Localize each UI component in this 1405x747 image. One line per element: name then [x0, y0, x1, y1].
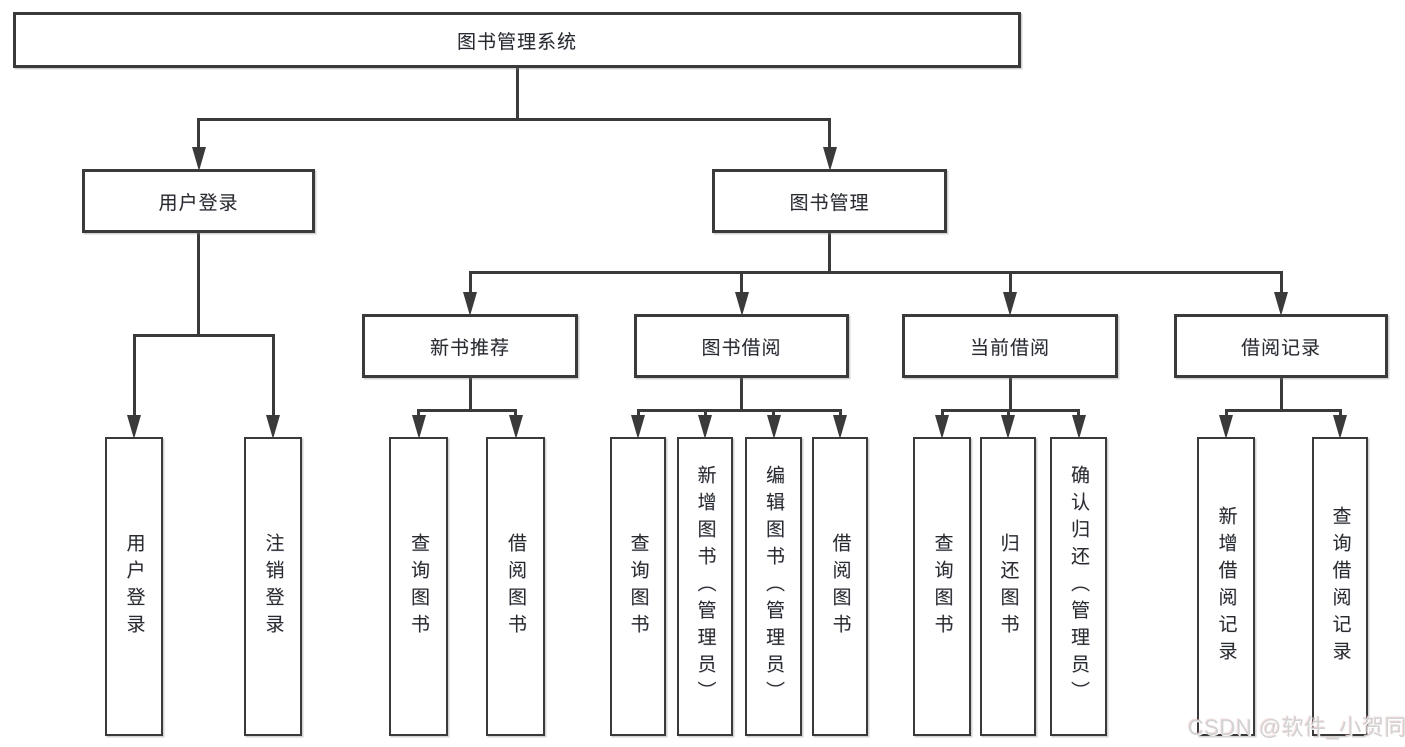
arrow-down-icon	[508, 415, 523, 439]
arrow-down-icon	[1333, 415, 1347, 439]
connector-line	[1279, 272, 1283, 296]
arrow-down-icon	[463, 292, 477, 316]
node-leaf-query-book-2: 查询图书	[610, 437, 666, 736]
node-label-leaf-return-book: 归还图书	[997, 532, 1019, 641]
connector-line	[132, 335, 136, 419]
connector-line	[197, 119, 200, 151]
connector-line	[271, 335, 275, 419]
arrow-down-icon	[1219, 415, 1233, 439]
node-label-leaf-logout: 注销登录	[262, 532, 284, 641]
node-label-user-login: 用户登录	[158, 192, 239, 214]
connector-line	[828, 231, 831, 272]
node-leaf-borrow-book-2: 借阅图书	[812, 437, 868, 736]
node-label-borrow-records: 借阅记录	[1240, 337, 1321, 359]
node-label-leaf-edit-book: 编辑图书（管理员）	[763, 465, 784, 708]
node-label-leaf-query-book-2: 查询图书	[627, 532, 649, 641]
connector-line	[740, 272, 743, 296]
node-label-leaf-add-book: 新增图书（管理员）	[694, 465, 716, 708]
connector-line	[1279, 376, 1283, 410]
connector-rail	[132, 333, 275, 337]
connector-line	[703, 410, 707, 419]
node-label-new-book-rec: 新书推荐	[429, 337, 510, 359]
connector-line	[772, 410, 775, 419]
connector-line	[514, 410, 517, 419]
csdn-watermark: CSDN @软件_小贺同学	[1188, 715, 1405, 740]
connector-line	[515, 66, 519, 119]
connector-rail	[1224, 408, 1342, 412]
node-label-book-borrow: 图书借阅	[701, 337, 782, 359]
connector-line	[468, 376, 472, 410]
node-label-leaf-borrow-book-2: 借阅图书	[829, 532, 851, 641]
arrow-down-icon	[1003, 292, 1017, 316]
connector-line	[940, 410, 944, 419]
node-leaf-query-book-3: 查询图书	[913, 437, 971, 736]
node-book-borrow: 图书借阅	[634, 314, 849, 378]
node-label-leaf-user-login: 用户登录	[123, 532, 145, 641]
node-leaf-query-book-1: 查询图书	[389, 437, 448, 736]
connector-rail	[636, 408, 842, 412]
arrow-down-icon	[935, 415, 949, 439]
connector-line	[636, 410, 640, 419]
arrow-down-icon	[411, 415, 426, 439]
connector-rail	[417, 408, 517, 412]
arrow-down-icon	[766, 415, 781, 439]
connector-line	[1006, 410, 1010, 419]
connector-line	[1008, 272, 1012, 296]
connector-line	[417, 410, 420, 419]
node-leaf-return-book: 归还图书	[980, 437, 1036, 736]
arrow-down-icon	[631, 415, 645, 439]
node-book-mgmt: 图书管理	[712, 169, 947, 233]
node-leaf-query-borrow-record: 查询借阅记录	[1312, 437, 1368, 736]
node-label-current-borrow: 当前借阅	[969, 337, 1050, 359]
connector-line	[468, 272, 472, 296]
node-leaf-add-book: 新增图书（管理员）	[677, 437, 733, 736]
arrow-down-icon	[1001, 415, 1015, 439]
node-label-leaf-query-borrow-record: 查询借阅记录	[1329, 505, 1351, 668]
node-leaf-logout: 注销登录	[244, 437, 302, 736]
node-current-borrow: 当前借阅	[902, 314, 1118, 378]
node-label-leaf-borrow-book-1: 借阅图书	[505, 532, 526, 641]
connector-line	[838, 410, 842, 419]
arrow-down-icon	[191, 147, 206, 171]
connector-rail	[197, 117, 831, 121]
node-leaf-add-borrow-record: 新增借阅记录	[1197, 437, 1255, 736]
arrow-down-icon	[734, 292, 749, 316]
arrow-down-icon	[1274, 292, 1288, 316]
node-label-leaf-confirm-return: 确认归还（管理员）	[1068, 465, 1089, 708]
connector-line	[1008, 376, 1012, 410]
node-label-root: 图书管理系统	[456, 31, 577, 53]
node-borrow-records: 借阅记录	[1174, 314, 1388, 378]
connector-rail	[468, 270, 1283, 274]
connector-line	[1338, 410, 1342, 419]
arrow-down-icon	[833, 415, 847, 439]
node-user-login: 用户登录	[82, 169, 315, 233]
node-leaf-edit-book: 编辑图书（管理员）	[745, 437, 802, 736]
connector-line	[1224, 410, 1228, 419]
arrow-down-icon	[698, 415, 712, 439]
connector-line	[1077, 410, 1080, 419]
node-label-book-mgmt: 图书管理	[789, 192, 870, 214]
connector-rail	[940, 408, 1080, 412]
arrow-down-icon	[822, 147, 837, 171]
arrow-down-icon	[1071, 415, 1086, 439]
arrow-down-icon	[266, 415, 280, 439]
node-leaf-user-login: 用户登录	[105, 437, 163, 736]
node-root: 图书管理系统	[13, 12, 1021, 68]
arrow-down-icon	[127, 415, 141, 439]
node-label-leaf-query-book-1: 查询图书	[408, 532, 429, 641]
node-leaf-borrow-book-1: 借阅图书	[486, 437, 545, 736]
connector-line	[740, 376, 743, 410]
node-new-book-rec: 新书推荐	[362, 314, 578, 378]
connector-line	[828, 119, 831, 151]
connector-line	[197, 231, 200, 335]
node-label-leaf-add-borrow-record: 新增借阅记录	[1215, 505, 1237, 668]
node-label-leaf-query-book-3: 查询图书	[931, 532, 953, 641]
node-leaf-confirm-return: 确认归还（管理员）	[1050, 437, 1107, 736]
